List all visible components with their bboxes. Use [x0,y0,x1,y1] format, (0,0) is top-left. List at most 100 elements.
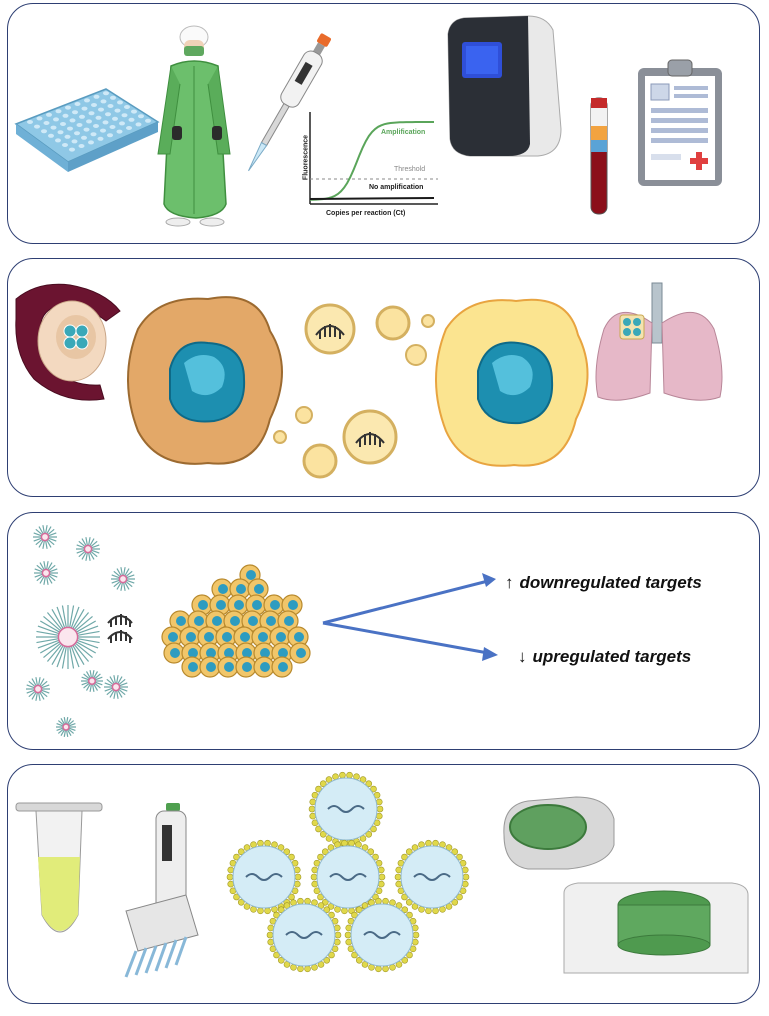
lipid-head [304,897,311,905]
lipid-head [372,853,379,861]
lipid-tail [36,630,59,636]
lipid-head [365,780,373,788]
lipid-head [237,898,245,906]
lipid-tail [111,574,120,579]
well [109,125,116,129]
upregulated-targets-label: ↓upregulated targets [518,647,691,667]
well [55,138,61,143]
lipid-head [375,965,382,973]
lipid-tail [33,532,42,537]
lipid-head [346,771,353,779]
lipid-tail [119,687,128,692]
chart-series-label-no-amplification: No amplification [369,184,424,191]
vesicle-lumen [400,845,464,909]
up-arrow-icon: ↑ [505,573,514,592]
lipid-tail [46,561,49,570]
lipid-tail [38,677,41,686]
rna-strand [285,931,323,939]
lipid-tail [48,532,57,537]
tumor-cell-nucleus [188,648,198,658]
lipid-head [288,853,295,861]
lipid-tail [116,568,122,577]
tumor-cell-nucleus [230,616,240,626]
tumor-cell-nucleus [224,648,234,658]
lipid-tail [94,681,103,686]
lipid-tail [34,573,43,578]
well [86,119,92,124]
lipid-tail [120,582,123,591]
qpcr-instrument-icon [447,15,562,157]
well [67,126,73,131]
microrna-icon [107,614,133,643]
lipid-head [375,798,383,806]
lipid-head [227,866,235,874]
vesicle-lumen [272,903,336,967]
upregulated-targets-text: upregulated targets [532,647,692,666]
no-amplification-series-line [309,197,435,200]
lipid-tail [37,639,60,649]
lipid-tail [42,540,45,549]
lipid-tail [76,639,99,649]
lipid-tail [125,580,133,588]
nanoparticle-core [40,532,50,542]
lipid-head [267,938,275,946]
lipid-tail [117,676,123,685]
tumor-cell-nucleus [236,584,246,594]
lipid-tail [51,608,64,629]
lipid-tail [76,544,85,549]
well [81,135,87,140]
lipid-tail [34,568,43,573]
well [34,124,40,129]
lipid-tail [125,570,133,578]
tumor-cell-nucleus [254,584,264,594]
tumor-cell-nucleus [204,632,214,642]
lipid-head [394,873,402,881]
lipid-head [355,956,363,964]
lipid-head [293,866,301,874]
downregulated-targets-label: ↑downregulated targets [505,573,702,593]
well [116,129,123,134]
rna-strand [327,805,365,813]
lipid-tail [38,692,41,701]
tumor-cell-nucleus [242,648,252,658]
well [124,105,130,109]
lipid-head [319,780,327,788]
panel-clinical-pcr: Amplification Threshold No amplification… [7,3,760,244]
lipid-tail [61,605,67,628]
lipid-tail [38,539,44,548]
lipid-tail [124,568,130,577]
lipid-tail [89,684,93,692]
arrow-to-upregulated [322,621,489,655]
lipid-tail [120,567,123,576]
lipid-tail [39,678,45,687]
well [72,110,78,115]
lipid-head [309,812,317,820]
lipid-head [317,853,324,861]
lipid-tail [123,567,126,576]
lipid-head [432,839,439,847]
well [91,103,97,107]
well [90,132,97,137]
tumor-cell-nucleus [284,616,294,626]
lipid-tail [116,675,119,684]
well [105,112,111,117]
lipid-tail [31,678,37,687]
lipid-tail [66,718,72,725]
lipid-tail [45,525,48,534]
tumor-cell-nucleus [246,570,256,580]
lipid-tail [94,673,101,680]
lipid-tail [77,638,100,644]
lipid-head [382,897,389,905]
lipid-tail [46,526,52,535]
nanoparticle-core [83,544,93,554]
tumor-cell-nucleus [248,616,258,626]
lipid-tail [104,687,113,692]
panel-vesicle-isolation [7,764,760,1004]
lipid-head [257,907,264,915]
lipid-tail [33,537,42,542]
lipid-head [294,873,302,881]
well [78,144,85,148]
lipid-tail [43,642,62,659]
amplification-series-line [309,121,434,201]
chart-series-label-amplification: Amplification [381,129,426,136]
